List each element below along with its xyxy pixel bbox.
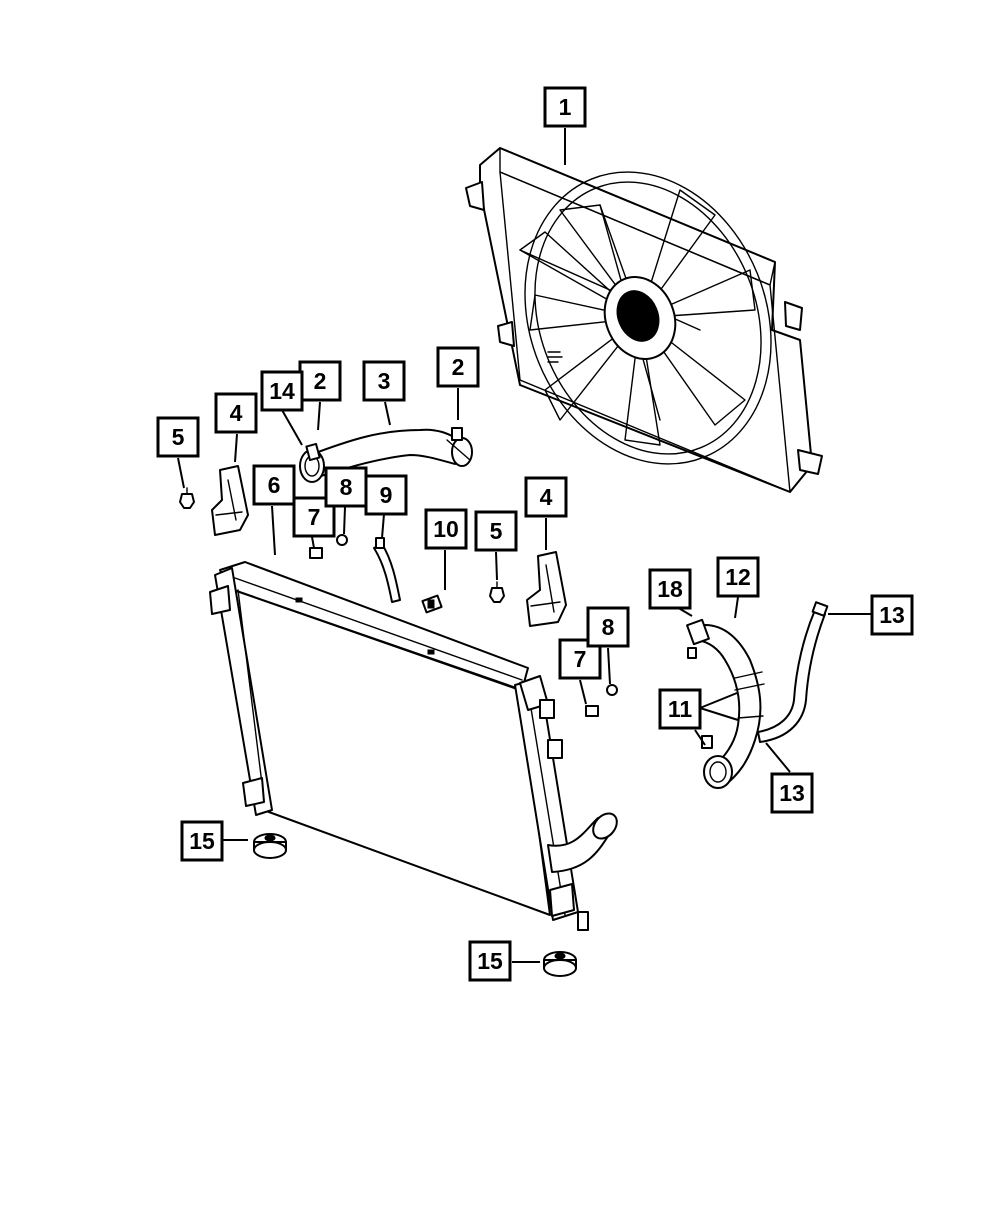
isolator-left xyxy=(253,833,287,859)
radiator xyxy=(209,561,618,931)
callout: 7 xyxy=(558,638,602,680)
screw-upper xyxy=(336,534,348,546)
callout: 13 xyxy=(870,594,914,636)
callout: 5 xyxy=(474,510,518,552)
screw-lower xyxy=(606,684,618,696)
svg-text:6: 6 xyxy=(268,472,281,498)
svg-text:13: 13 xyxy=(879,602,905,628)
svg-text:12: 12 xyxy=(725,564,751,590)
leader-lines xyxy=(177,128,873,963)
svg-text:2: 2 xyxy=(314,368,327,394)
bolt-left xyxy=(179,487,195,509)
callout: 8 xyxy=(324,466,368,508)
svg-text:10: 10 xyxy=(433,516,459,542)
svg-text:3: 3 xyxy=(378,368,391,394)
coolant-sensor xyxy=(421,594,443,614)
lower-radiator-hose xyxy=(686,618,765,789)
callout: 3 xyxy=(362,360,406,402)
callout: 4 xyxy=(524,476,568,518)
callout: 15 xyxy=(468,940,512,982)
svg-text:15: 15 xyxy=(189,828,215,854)
svg-text:18: 18 xyxy=(657,576,683,602)
svg-text:11: 11 xyxy=(668,696,693,722)
svg-text:4: 4 xyxy=(540,484,553,510)
svg-text:1: 1 xyxy=(559,94,572,120)
bleed-hose xyxy=(373,537,401,603)
upper-radiator-hose xyxy=(299,427,473,483)
callout: 10 xyxy=(424,508,468,550)
svg-text:7: 7 xyxy=(308,504,321,530)
callout: 4 xyxy=(214,392,258,434)
cooling-fan-module xyxy=(465,147,823,493)
callout: 12 xyxy=(716,556,760,598)
callout: 6 xyxy=(252,464,296,506)
radiator-bracket-left xyxy=(211,465,249,536)
svg-text:8: 8 xyxy=(602,614,615,640)
callout: 15 xyxy=(180,820,224,862)
svg-text:13: 13 xyxy=(779,780,805,806)
svg-text:5: 5 xyxy=(172,424,185,450)
svg-text:14: 14 xyxy=(269,378,295,404)
clip-upper xyxy=(309,547,323,559)
svg-text:8: 8 xyxy=(340,474,353,500)
heater-bypass-hose xyxy=(757,601,829,743)
callout: 14 xyxy=(260,370,304,412)
svg-text:9: 9 xyxy=(380,482,393,508)
callout: 1 xyxy=(543,86,587,128)
radiator-bracket-right xyxy=(526,551,567,627)
callout: 2 xyxy=(436,346,480,388)
svg-text:15: 15 xyxy=(477,948,503,974)
callout: 8 xyxy=(586,606,630,648)
callout: 18 xyxy=(648,568,692,610)
svg-text:7: 7 xyxy=(574,646,587,672)
svg-text:2: 2 xyxy=(452,354,465,380)
callout: 2 xyxy=(298,360,342,402)
callout: 11 xyxy=(658,688,702,730)
svg-text:5: 5 xyxy=(490,518,503,544)
callout: 5 xyxy=(156,416,200,458)
callout: 9 xyxy=(364,474,408,516)
callout: 13 xyxy=(770,772,814,814)
bolt-right xyxy=(489,581,505,603)
clip-lower xyxy=(585,705,599,717)
isolator-right xyxy=(543,951,577,977)
svg-text:4: 4 xyxy=(230,400,243,426)
